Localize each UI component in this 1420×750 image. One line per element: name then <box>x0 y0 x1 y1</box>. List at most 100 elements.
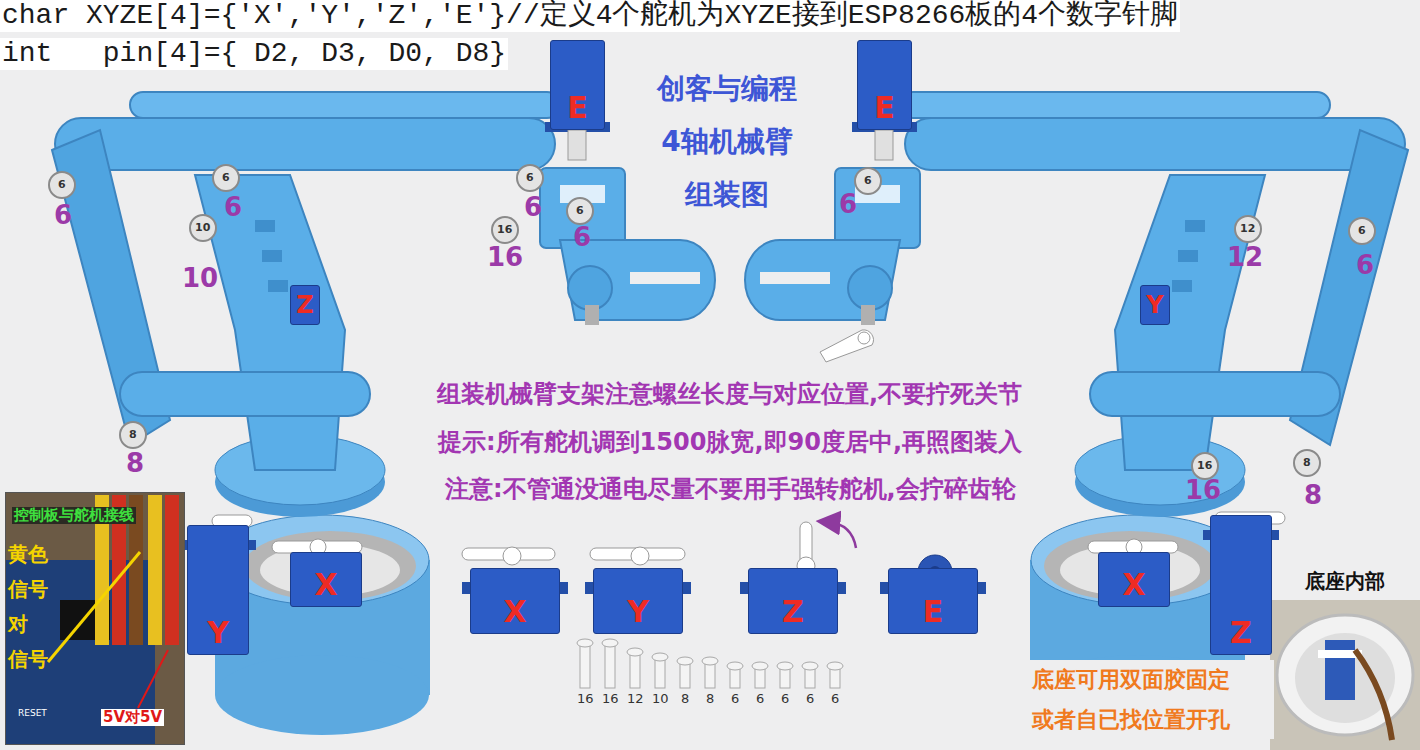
base-photo <box>1270 600 1420 750</box>
servo-horn <box>820 330 873 362</box>
loose-screw <box>580 643 590 688</box>
robot-arm <box>585 305 599 325</box>
inset-heading: 底座内部 <box>1272 570 1418 593</box>
servo-mount <box>568 130 586 160</box>
screw-length: 12 <box>627 692 644 707</box>
screw-head <box>1294 450 1320 476</box>
servo-letter: X <box>314 570 337 600</box>
callout-number: 8 <box>126 449 144 479</box>
robot-arm <box>630 272 700 284</box>
servo-horn <box>212 330 1285 589</box>
callout-number: 6 <box>54 201 72 231</box>
screw-head <box>492 217 518 243</box>
servo-letter: Z <box>296 293 313 317</box>
loose-screw <box>777 662 793 670</box>
callout-number: 16 <box>1185 476 1221 506</box>
callout-number: 6 <box>224 193 242 223</box>
servo-letter: Z <box>782 597 804 627</box>
screw-head-number: 6 <box>576 204 584 217</box>
inset-heading: 控制板与舵机接线 <box>12 507 136 524</box>
servo-box: Y <box>187 525 249 655</box>
board-photo <box>148 495 162 645</box>
assembly-note: 注意:不管通没通电尽量不要用手强转舵机,会拧碎齿轮 <box>445 476 1016 504</box>
screw-length: 6 <box>756 692 764 707</box>
screw-head <box>213 165 239 191</box>
screw-head-number: 6 <box>1358 224 1366 237</box>
servo-horn <box>858 332 870 344</box>
wiring-note: 5V对5V <box>101 709 164 726</box>
base-photo <box>1325 640 1355 700</box>
screw-head-number: 10 <box>195 221 210 234</box>
robot-arm <box>568 266 612 310</box>
base-photo <box>1277 615 1413 735</box>
code-line: char XYZE[4]={'X','Y','Z','E'}//定义4个舵机为X… <box>0 0 1180 32</box>
servo-letter: E <box>567 93 588 123</box>
screw-head <box>567 198 593 224</box>
board-photo <box>5 492 185 745</box>
board-photo <box>5 492 185 745</box>
assembly-note: 组装机械臂支架注意螺丝长度与对应位置,不要拧死关节 <box>437 381 1022 409</box>
loose-screw <box>702 657 718 665</box>
loose-screw <box>655 657 665 688</box>
screw-head <box>120 422 146 448</box>
screw-head <box>855 168 881 194</box>
screw-length: 6 <box>831 692 839 707</box>
callout-number: 6 <box>524 193 542 223</box>
screw-head <box>517 165 543 191</box>
servo-letter: Z <box>1230 618 1252 648</box>
robot-arm <box>130 92 560 118</box>
loose-screw <box>627 648 643 656</box>
loose-screw <box>577 639 843 688</box>
servo-letter: X <box>1122 570 1145 600</box>
servo-box: Z <box>290 285 320 325</box>
callout-number: 12 <box>1227 243 1263 273</box>
callout-number: 16 <box>487 243 523 273</box>
servo-box: X <box>1098 552 1170 607</box>
servo-mount <box>875 130 893 160</box>
servo-letter: E <box>874 93 895 123</box>
screw-length: 8 <box>706 692 714 707</box>
loose-screw <box>652 653 668 661</box>
callout-number: 6 <box>573 223 591 253</box>
loose-screw <box>602 639 618 647</box>
callout-number: 10 <box>182 264 218 294</box>
photo-inset: 控制板与舵机接线黄色 信号 对 信号5V对5V <box>5 492 185 745</box>
callout-number: 8 <box>1304 481 1322 511</box>
screw-length: 10 <box>652 692 669 707</box>
robot-arm <box>195 175 345 470</box>
servo-box: Y <box>1140 285 1170 325</box>
screw-head-number: 16 <box>497 223 512 236</box>
servo-letter: Y <box>207 618 229 648</box>
screw-head <box>1235 216 1261 242</box>
robot-arm <box>215 655 429 735</box>
assembly-note: 提示:所有舵机调到1500脉宽,即90度居中,再照图装入 <box>438 429 1022 457</box>
loose-screw <box>827 662 843 670</box>
screw-length: 16 <box>602 692 619 707</box>
board-marking: RESET <box>18 708 47 718</box>
board-photo <box>165 495 179 645</box>
screw-length: 6 <box>806 692 814 707</box>
screw-head-number: 6 <box>864 174 872 187</box>
servo-box: Y <box>593 568 683 634</box>
base-photo <box>1295 633 1395 723</box>
loose-screw <box>802 662 818 670</box>
servo-horn <box>503 547 521 565</box>
robot-arm <box>255 220 275 232</box>
screw-length: 16 <box>577 692 594 707</box>
servo-letter: Y <box>1146 293 1163 317</box>
servo-box: E <box>888 568 978 634</box>
mounting-note: 底座可用双面胶固定 或者自已找位置开孔 <box>1030 660 1274 739</box>
servo-letter: X <box>503 597 526 627</box>
servo-box: Z <box>748 568 838 634</box>
screw-length: 8 <box>681 692 689 707</box>
screw-head-number: 12 <box>1240 222 1255 235</box>
board-photo <box>138 650 168 708</box>
screw-head-number: 8 <box>129 428 137 441</box>
loose-screw <box>752 662 768 670</box>
screw-length: 6 <box>731 692 739 707</box>
robot-arm <box>262 250 282 262</box>
loose-screw <box>677 657 693 665</box>
photo-inset: 底座内部 <box>1272 568 1418 748</box>
loose-screw <box>605 643 615 688</box>
